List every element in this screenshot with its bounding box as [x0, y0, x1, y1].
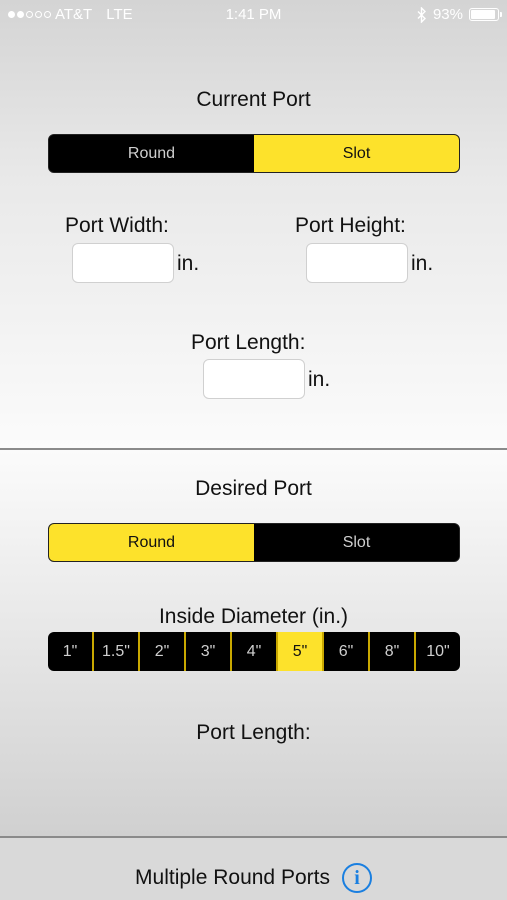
multiple-round-ports-label: Multiple Round Ports	[135, 866, 330, 889]
diameter-option[interactable]: 8"	[368, 632, 414, 671]
carrier-label: AT&T	[55, 6, 93, 23]
diameter-option[interactable]: 3"	[184, 632, 230, 671]
network-label: LTE	[106, 6, 133, 23]
inside-diameter-label: Inside Diameter (in.)	[158, 605, 349, 628]
current-port-slot-segment[interactable]: Slot	[254, 135, 459, 172]
desired-port-round-segment[interactable]: Round	[49, 524, 254, 561]
bluetooth-icon	[417, 6, 426, 23]
diameter-option-selected[interactable]: 5"	[276, 632, 322, 671]
port-height-input[interactable]	[306, 243, 408, 283]
info-icon[interactable]: i	[341, 863, 372, 893]
signal-dot	[8, 11, 15, 18]
status-right: 93%	[417, 6, 502, 23]
diameter-option[interactable]: 4"	[230, 632, 276, 671]
port-height-unit: in.	[411, 252, 434, 275]
diameter-option[interactable]: 1"	[62, 642, 78, 660]
inside-diameter-control: 1" 1.5" 2" 3" 4" 5" 6" 8" 10"	[48, 632, 460, 671]
current-port-length-label: Port Length:	[191, 331, 306, 354]
signal-dot	[44, 11, 51, 18]
signal-dot	[17, 11, 24, 18]
diameter-option[interactable]: 6"	[322, 632, 368, 671]
current-port-round-segment[interactable]: Round	[49, 135, 254, 172]
desired-port-length-label: Port Length:	[196, 721, 311, 744]
diameter-option[interactable]: 10"	[414, 632, 460, 671]
section-divider	[0, 836, 507, 838]
signal-dot	[26, 11, 33, 18]
port-width-input[interactable]	[72, 243, 174, 283]
current-port-length-unit: in.	[308, 368, 331, 391]
desired-port-slot-segment[interactable]: Slot	[254, 524, 459, 561]
battery-icon	[469, 8, 502, 21]
signal-dot	[35, 11, 42, 18]
status-time: 1:41 PM	[225, 6, 282, 23]
section-divider	[0, 448, 507, 450]
status-left: AT&T LTE	[8, 6, 133, 23]
current-port-title: Current Port	[196, 88, 311, 111]
current-port-length-input[interactable]	[203, 359, 305, 399]
signal-strength-icon	[8, 11, 51, 18]
battery-tip	[500, 12, 502, 17]
desired-port-shape-control: Round Slot	[48, 523, 460, 562]
footer-section	[0, 838, 507, 900]
status-bar: AT&T LTE 1:41 PM 93%	[0, 0, 507, 30]
desired-port-title: Desired Port	[195, 477, 312, 500]
port-width-unit: in.	[177, 252, 200, 275]
current-port-shape-control: Round Slot	[48, 134, 460, 173]
diameter-option[interactable]: 1.5"	[92, 632, 138, 671]
multiple-round-ports-row[interactable]: Multiple Round Ports i	[0, 858, 507, 898]
port-width-label: Port Width:	[65, 214, 169, 237]
battery-level	[471, 10, 496, 19]
battery-percent: 93%	[432, 6, 463, 23]
diameter-option[interactable]: 2"	[138, 632, 184, 671]
port-height-label: Port Height:	[295, 214, 406, 237]
